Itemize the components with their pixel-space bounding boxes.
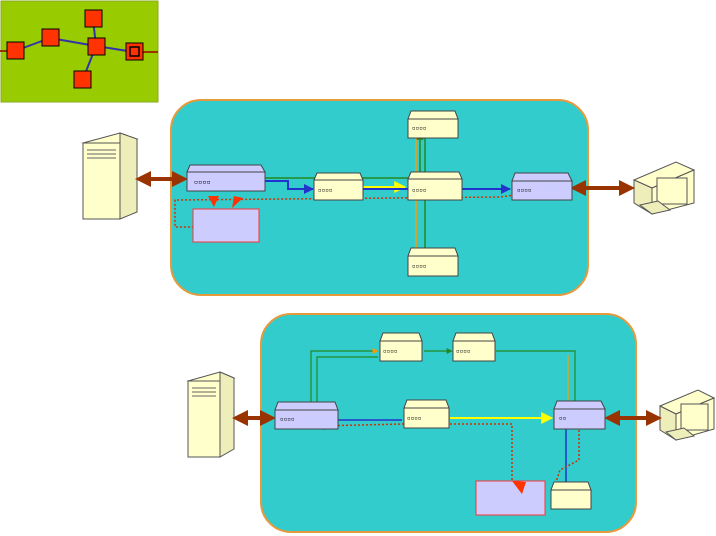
upper-router-1[interactable]: ▫▫▫▫ [379,332,423,362]
middle-router[interactable]: ▫▫▫▫ [403,399,450,429]
thumbnail-selected-node [125,42,144,61]
thumbnail-map [0,0,159,103]
control-box [192,208,260,243]
svg-text:▫▫▫▫: ▫▫▫▫ [280,416,294,423]
upper-router[interactable]: ▫▫▫▫ [407,110,459,139]
svg-text:▫▫▫▫: ▫▫▫▫ [412,263,426,270]
red-arrowhead [232,196,243,208]
path-red-dotted-3 [555,430,580,483]
path-green-3 [316,356,378,405]
bottom-network-panel: ▫▫▫▫ ▫▫▫▫ ▫▫▫▫ ▫▫▫▫ ▫▫ [186,313,716,533]
svg-text:▫▫▫▫: ▫▫▫▫ [412,187,426,194]
lower-router[interactable] [550,481,592,510]
thumbnail-node [6,41,25,60]
svg-text:▫▫▫▫: ▫▫▫▫ [318,187,332,194]
core-router-1[interactable]: ▫▫▫▫ [313,172,364,201]
upper-router-2[interactable]: ▫▫▫▫ [452,332,496,362]
ingress-router[interactable]: ▫▫▫▫ [186,164,266,192]
monitor-icon [632,161,696,215]
control-box [475,480,546,516]
core-router-2[interactable]: ▫▫▫▫ [407,171,463,201]
server-icon [186,371,236,458]
top-network-panel: ▫▫▫▫ ▫▫▫▫ ▫▫▫▫ ▫▫▫▫ ▫▫▫▫ ▫▫▫▫ [81,99,696,296]
path-green-4 [496,350,576,405]
svg-text:▫▫▫▫: ▫▫▫▫ [407,415,421,422]
egress-router[interactable]: ▫▫▫▫ [511,172,573,201]
svg-text:▫▫▫▫: ▫▫▫▫ [456,348,470,355]
thumbnail-node [73,70,92,89]
path-red-dotted [174,194,516,228]
red-arrowhead [512,481,526,494]
server-icon [81,132,139,220]
svg-text:▫▫▫▫: ▫▫▫▫ [517,187,531,194]
egress-router[interactable]: ▫▫ [553,400,606,430]
path-green [310,348,379,405]
path-blue [265,180,314,194]
svg-text:▫▫▫▫: ▫▫▫▫ [383,348,397,355]
network-cloud [170,99,589,296]
thumbnail-node [87,37,106,56]
lower-router[interactable]: ▫▫▫▫ [407,247,459,277]
thumbnail-node [41,28,60,47]
ingress-router[interactable]: ▫▫▫▫ [274,401,339,430]
svg-text:▫▫▫▫: ▫▫▫▫ [194,178,211,186]
svg-text:▫▫: ▫▫ [559,415,566,422]
thumbnail-node [84,9,103,28]
monitor-icon [658,389,716,441]
red-arrowhead [208,196,219,207]
svg-text:▫▫▫▫: ▫▫▫▫ [412,125,426,132]
